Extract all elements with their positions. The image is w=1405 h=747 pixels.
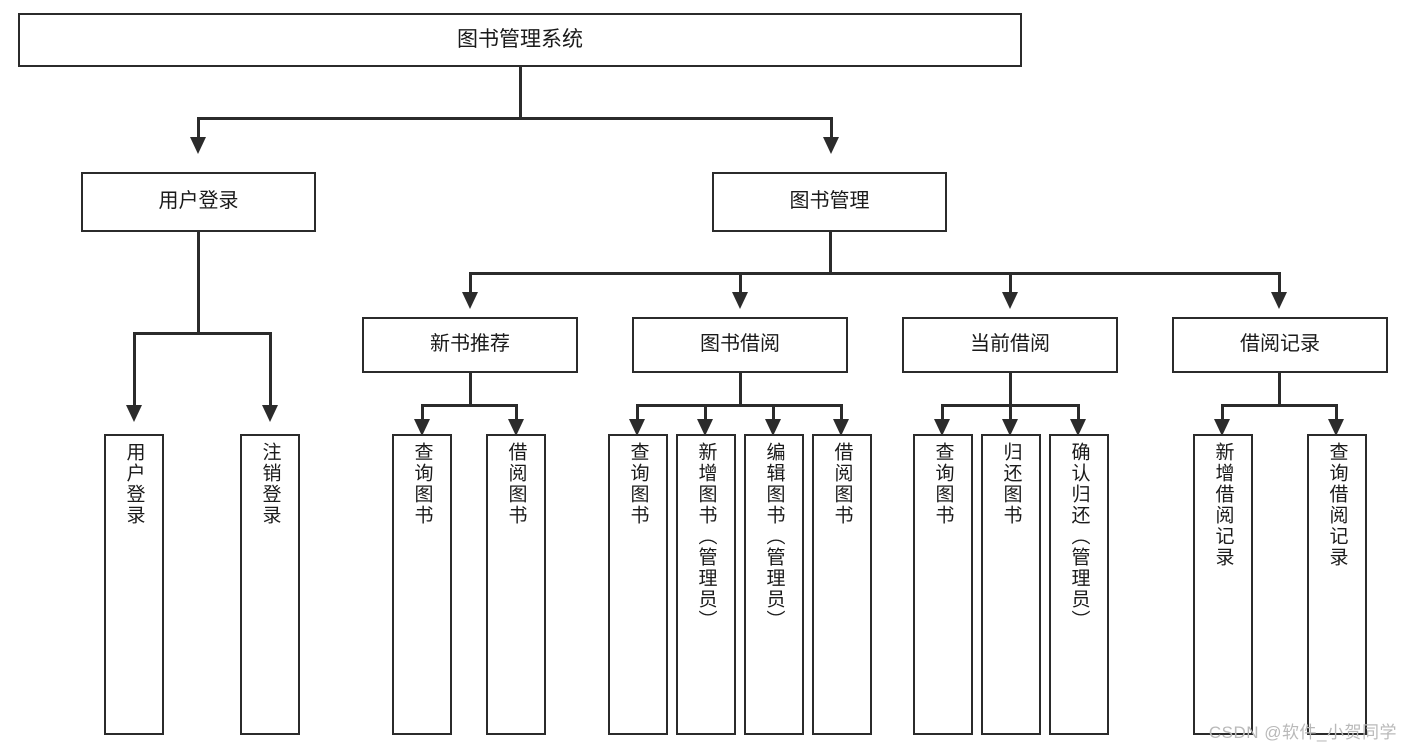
csdn-watermark: CSDN @软件_小贺同学 (1208, 723, 1397, 742)
arrow-to-leaf-logout (262, 405, 278, 422)
connector-root-stem (519, 67, 522, 119)
node-new-book-recommend[interactable]: 新书推荐 (362, 317, 578, 373)
arrow-to-leaf-bb-1 (629, 419, 645, 436)
arrow-to-leaf-bb-2 (697, 419, 713, 436)
leaf-nb-query-book[interactable]: 查询图书 (392, 434, 452, 735)
arrow-to-leaf-nb-2 (508, 419, 524, 436)
leaf-user-login[interactable]: 用户登录 (104, 434, 164, 735)
leaf-label: 注销登录 (259, 442, 281, 526)
node-label: 新书推荐 (430, 333, 510, 356)
connector-level2-drop-1 (469, 272, 472, 294)
node-label: 图书管理系统 (457, 27, 583, 51)
connector-level1-drop-left (197, 117, 200, 139)
leaf-label: 查询图书 (932, 442, 954, 526)
connector-level2-bar (469, 272, 1281, 275)
node-user-login[interactable]: 用户登录 (81, 172, 316, 232)
leaf-br-query-record[interactable]: 查询借阅记录 (1307, 434, 1367, 735)
connector-borrow-record-drop-1 (1221, 404, 1224, 422)
leaf-label: 归还图书 (1000, 442, 1022, 526)
arrow-to-leaf-bb-3 (765, 419, 781, 436)
connector-book-manage-stem (829, 232, 832, 274)
leaf-label: 编辑图书（管理员） (763, 442, 785, 631)
connector-level1-bar (197, 117, 833, 120)
node-root-system[interactable]: 图书管理系统 (18, 13, 1022, 67)
connector-current-borrow-drop-1 (941, 404, 944, 422)
arrow-to-leaf-br-1 (1214, 419, 1230, 436)
connector-borrow-record-bar (1221, 404, 1338, 407)
connector-book-borrow-drop-4 (840, 404, 843, 422)
leaf-label: 借阅图书 (505, 442, 527, 526)
leaf-cb-confirm-return[interactable]: 确认归还（管理员） (1049, 434, 1109, 735)
connector-new-book-bar (421, 404, 518, 407)
leaf-label: 用户登录 (123, 442, 145, 526)
connector-level1-drop-right (830, 117, 833, 139)
node-current-borrow[interactable]: 当前借阅 (902, 317, 1118, 373)
leaf-label: 查询图书 (627, 442, 649, 526)
leaf-logout[interactable]: 注销登录 (240, 434, 300, 735)
arrow-to-user-login (190, 137, 206, 154)
leaf-bb-edit-book[interactable]: 编辑图书（管理员） (744, 434, 804, 735)
node-label: 当前借阅 (970, 333, 1050, 356)
leaf-label: 新增图书（管理员） (695, 442, 717, 631)
arrow-to-leaf-bb-4 (833, 419, 849, 436)
arrow-to-book-manage (823, 137, 839, 154)
connector-user-login-drop-2 (269, 332, 272, 407)
connector-user-login-stem (197, 232, 200, 334)
connector-borrow-record-drop-2 (1335, 404, 1338, 422)
arrow-to-new-book (462, 292, 478, 309)
leaf-label: 查询借阅记录 (1326, 442, 1348, 568)
connector-new-book-drop-2 (515, 404, 518, 422)
connector-level2-drop-3 (1009, 272, 1012, 294)
leaf-label: 查询图书 (411, 442, 433, 526)
connector-current-borrow-drop-2 (1009, 404, 1012, 422)
node-book-borrow[interactable]: 图书借阅 (632, 317, 848, 373)
connector-book-borrow-drop-1 (636, 404, 639, 422)
leaf-label: 确认归还（管理员） (1068, 442, 1090, 631)
leaf-bb-query-book[interactable]: 查询图书 (608, 434, 668, 735)
leaf-cb-query-book[interactable]: 查询图书 (913, 434, 973, 735)
leaf-label: 借阅图书 (831, 442, 853, 526)
leaf-cb-return-book[interactable]: 归还图书 (981, 434, 1041, 735)
connector-current-borrow-drop-3 (1077, 404, 1080, 422)
connector-new-book-drop-1 (421, 404, 424, 422)
connector-user-login-bar (133, 332, 272, 335)
arrow-to-book-borrow (732, 292, 748, 309)
connector-book-borrow-drop-2 (704, 404, 707, 422)
leaf-label: 新增借阅记录 (1212, 442, 1234, 568)
node-label: 借阅记录 (1240, 333, 1320, 356)
connector-level2-drop-4 (1278, 272, 1281, 294)
leaf-bb-add-book[interactable]: 新增图书（管理员） (676, 434, 736, 735)
node-label: 图书借阅 (700, 333, 780, 356)
node-book-manage[interactable]: 图书管理 (712, 172, 947, 232)
connector-user-login-drop-1 (133, 332, 136, 407)
leaf-br-add-record[interactable]: 新增借阅记录 (1193, 434, 1253, 735)
arrow-to-leaf-br-2 (1328, 419, 1344, 436)
leaf-nb-borrow-book[interactable]: 借阅图书 (486, 434, 546, 735)
connector-borrow-record-stem (1278, 373, 1281, 406)
connector-book-borrow-bar (636, 404, 843, 407)
connector-book-borrow-drop-3 (772, 404, 775, 422)
connector-current-borrow-stem (1009, 373, 1012, 406)
connector-new-book-stem (469, 373, 472, 406)
node-label: 用户登录 (158, 190, 239, 213)
connector-level2-drop-2 (739, 272, 742, 294)
arrow-to-leaf-cb-3 (1070, 419, 1086, 436)
arrow-to-leaf-nb-1 (414, 419, 430, 436)
arrow-to-leaf-cb-1 (934, 419, 950, 436)
arrow-to-borrow-record (1271, 292, 1287, 309)
arrow-to-leaf-user-login (126, 405, 142, 422)
leaf-bb-borrow-book[interactable]: 借阅图书 (812, 434, 872, 735)
arrow-to-current-borrow (1002, 292, 1018, 309)
node-borrow-record[interactable]: 借阅记录 (1172, 317, 1388, 373)
node-label: 图书管理 (789, 190, 870, 213)
arrow-to-leaf-cb-2 (1002, 419, 1018, 436)
connector-book-borrow-stem (739, 373, 742, 406)
